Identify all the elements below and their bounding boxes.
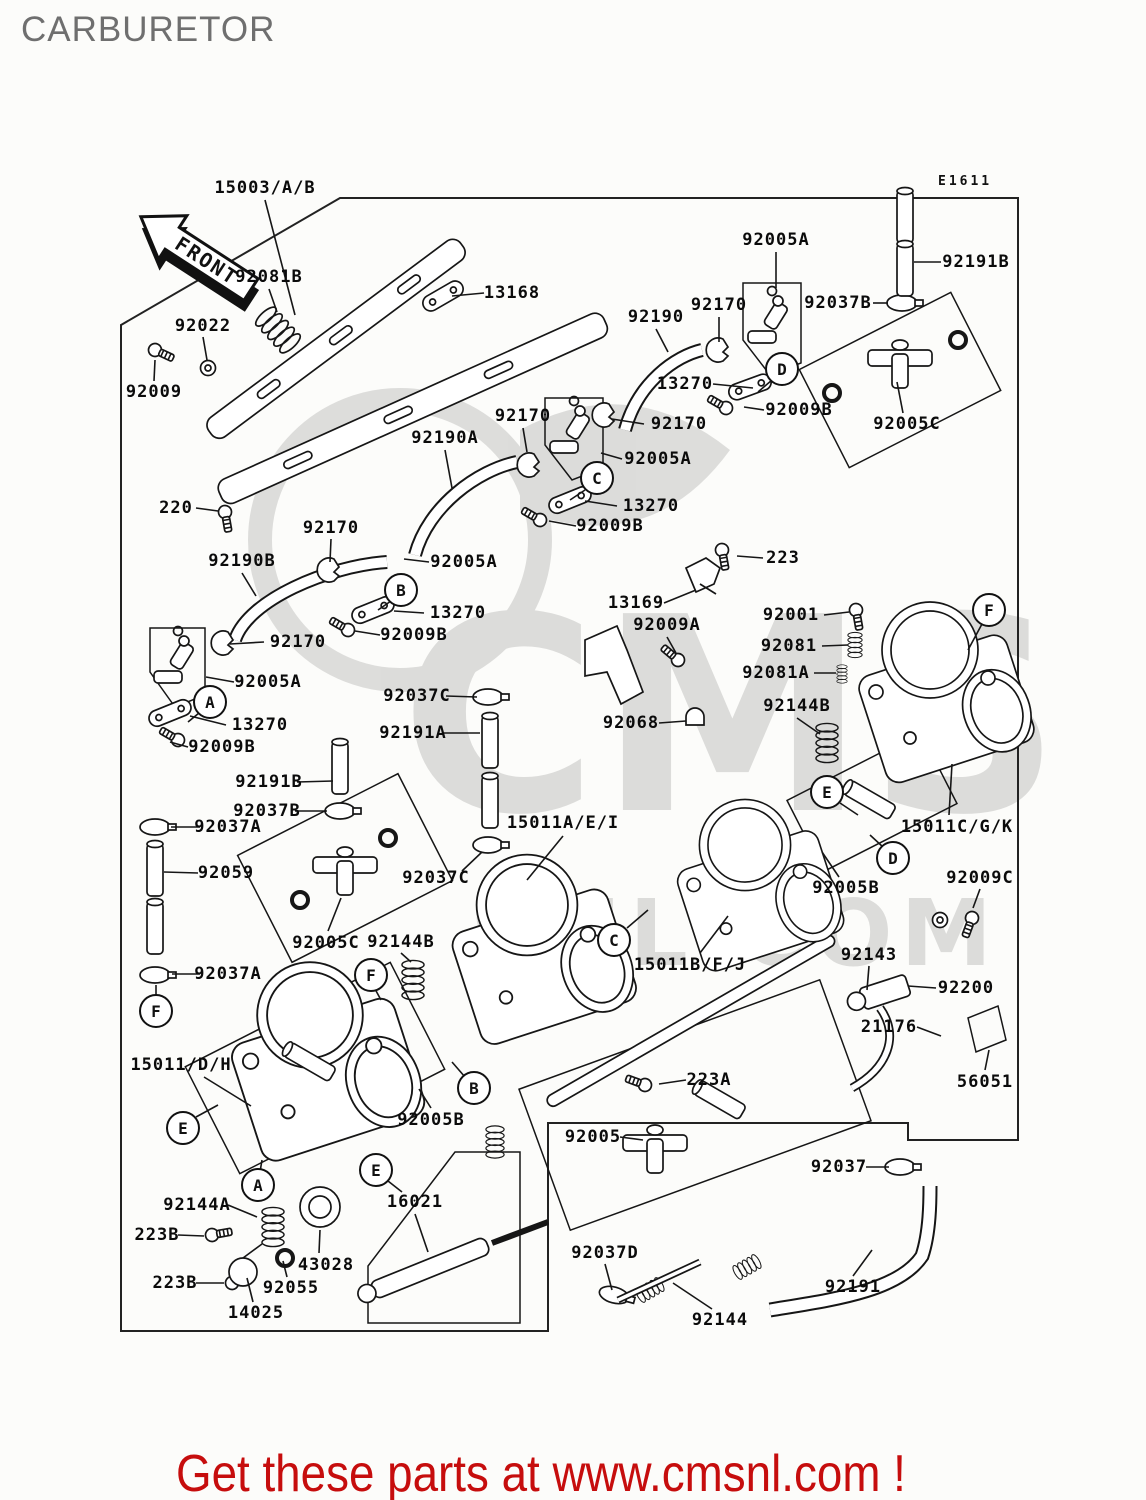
reference-bubble: F <box>139 994 173 1028</box>
diagram-code: E1611 <box>938 174 993 189</box>
part-label[interactable]: 92081 <box>760 636 818 656</box>
reference-bubble: D <box>876 841 910 875</box>
part-label[interactable]: 13168 <box>483 283 541 303</box>
reference-bubble: F <box>972 593 1006 627</box>
part-label[interactable]: 92022 <box>174 316 232 336</box>
part-label[interactable]: 13270 <box>429 603 487 623</box>
part-label[interactable]: 92200 <box>937 978 995 998</box>
part-label[interactable]: 16021 <box>386 1192 444 1212</box>
reference-bubble: A <box>193 685 227 719</box>
part-label[interactable]: 92005A <box>742 230 810 250</box>
part-label[interactable]: 92037C <box>402 868 470 888</box>
page-title: CARBURETOR <box>21 10 276 49</box>
part-label[interactable]: 92170 <box>494 406 552 426</box>
part-label[interactable]: 92143 <box>840 945 898 965</box>
part-label[interactable]: 92170 <box>690 295 748 315</box>
part-label[interactable]: 92009C <box>946 868 1014 888</box>
part-label[interactable]: 92005A <box>234 672 302 692</box>
part-label[interactable]: 92037 <box>810 1157 868 1177</box>
part-label[interactable]: 92009B <box>765 400 833 420</box>
part-label[interactable]: 92037B <box>804 293 872 313</box>
part-label[interactable]: 43028 <box>297 1255 355 1275</box>
hose-parts <box>228 343 938 1318</box>
part-label[interactable]: 13169 <box>607 593 665 613</box>
part-label[interactable]: 92009B <box>380 625 448 645</box>
reference-bubble: E <box>810 775 844 809</box>
part-label[interactable]: 13270 <box>231 715 289 735</box>
part-label[interactable]: 92191 <box>824 1277 882 1297</box>
part-label[interactable]: 92081B <box>235 267 303 287</box>
reference-bubble: D <box>765 352 799 386</box>
part-label[interactable]: 223 <box>766 548 800 568</box>
part-label[interactable]: 92001 <box>762 605 820 625</box>
part-label[interactable]: 15011/D/H <box>130 1055 232 1075</box>
part-label[interactable]: 92037D <box>571 1243 639 1263</box>
part-label[interactable]: 92081A <box>742 663 810 683</box>
part-label[interactable]: 92037B <box>233 801 301 821</box>
part-label[interactable]: 56051 <box>956 1072 1014 1092</box>
part-label[interactable]: 92144A <box>163 1195 231 1215</box>
part-label[interactable]: 92005C <box>292 933 360 953</box>
part-label[interactable]: 92005 <box>564 1127 622 1147</box>
fiche-frame <box>120 197 1019 1332</box>
part-label[interactable]: 92005A <box>430 552 498 572</box>
part-label[interactable]: 15003/A/B <box>214 178 316 198</box>
part-label[interactable]: 21176 <box>860 1017 918 1037</box>
part-label[interactable]: 92037A <box>194 964 262 984</box>
part-label[interactable]: 92059 <box>197 863 255 883</box>
small-parts <box>139 186 982 1310</box>
part-label[interactable]: 92170 <box>269 632 327 652</box>
part-label[interactable]: 13270 <box>622 496 680 516</box>
part-label[interactable]: 92009B <box>576 516 644 536</box>
part-label[interactable]: 92190A <box>411 428 479 448</box>
part-label[interactable]: 92005B <box>397 1110 465 1130</box>
part-label[interactable]: 92055 <box>262 1278 320 1298</box>
reference-bubble: C <box>580 461 614 495</box>
part-label[interactable]: 92170 <box>302 518 360 538</box>
part-label[interactable]: 92037C <box>383 686 451 706</box>
part-label[interactable]: 92005C <box>873 414 941 434</box>
reference-bubble: C <box>597 923 631 957</box>
part-label[interactable]: 92009B <box>188 737 256 757</box>
part-label[interactable]: 92009 <box>125 382 183 402</box>
reference-bubble: B <box>457 1071 491 1105</box>
part-label[interactable]: 223B <box>134 1225 180 1245</box>
part-label[interactable]: 92037A <box>194 817 262 837</box>
part-label[interactable]: 92005A <box>624 449 692 469</box>
part-label[interactable]: 92144B <box>763 696 831 716</box>
part-label[interactable]: 92144B <box>367 932 435 952</box>
part-label[interactable]: 92170 <box>650 414 708 434</box>
part-label[interactable]: 92190B <box>208 551 276 571</box>
front-direction-arrow: FRONT <box>138 214 261 312</box>
part-label[interactable]: 220 <box>159 498 193 518</box>
part-label[interactable]: 92144 <box>691 1310 749 1330</box>
part-label[interactable]: 92009A <box>633 615 701 635</box>
part-label[interactable]: 92191B <box>235 772 303 792</box>
part-label[interactable]: 223A <box>686 1070 732 1090</box>
leader-lines <box>153 199 990 1310</box>
part-label[interactable]: 223B <box>152 1273 198 1293</box>
part-label[interactable]: 92191A <box>379 723 447 743</box>
reference-bubble: E <box>359 1153 393 1187</box>
part-label[interactable]: 92068 <box>602 713 660 733</box>
reference-bubble: B <box>384 573 418 607</box>
fuel-rail-parts <box>206 238 836 1108</box>
part-label[interactable]: 15011A/E/I <box>506 813 620 833</box>
footer-cta-link[interactable]: Get these parts at www.cmsnl.com ! <box>176 1445 906 1500</box>
reference-bubble: A <box>241 1168 275 1202</box>
part-label[interactable]: 92191B <box>942 252 1010 272</box>
part-label[interactable]: 92005B <box>812 878 880 898</box>
part-label[interactable]: 13270 <box>656 374 714 394</box>
part-label[interactable]: 92190 <box>627 307 685 327</box>
part-label[interactable]: 15011B/F/J <box>633 955 747 975</box>
reference-bubble: E <box>166 1111 200 1145</box>
part-label[interactable]: 14025 <box>227 1303 285 1323</box>
reference-bubble: F <box>354 958 388 992</box>
part-label[interactable]: 15011C/G/K <box>900 817 1014 837</box>
